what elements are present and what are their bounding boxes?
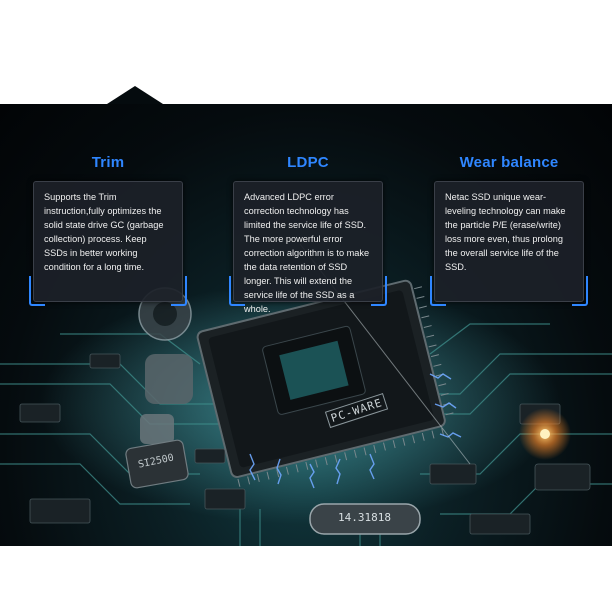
crystal-oscillator [309,503,421,535]
feature-title: LDPC [287,154,329,171]
corner-accent-left [430,276,446,306]
feature-trim: Trim Supports the Trim instruction,fully… [29,154,187,306]
feature-wear-balance: Wear balance Netac SSD unique wear-level… [430,154,588,306]
feature-description: Advanced LDPC error correction technolog… [244,192,370,314]
feature-title: Trim [91,154,125,171]
circuit-board-illustration [0,243,612,546]
feature-panel: PC-WARE 14.31818 SI2500 Trim Supports th… [0,104,612,546]
feature-title: Wear balance [459,154,559,171]
corner-accent-left [229,276,245,306]
feature-description: Supports the Trim instruction,fully opti… [44,192,164,272]
crystal-label: 14.31818 [338,511,391,524]
feature-ldpc: LDPC Advanced LDPC error correction tech… [229,154,387,314]
panel-notch [107,86,163,104]
corner-accent-right [371,276,387,306]
feature-description: Netac SSD unique wear-leveling technolog… [445,192,566,272]
main-processor-chip [196,279,454,487]
corner-accent-right [171,276,187,306]
feature-description-box: Advanced LDPC error correction technolog… [229,181,387,314]
feature-description-box: Netac SSD unique wear-leveling technolog… [430,181,588,306]
corner-accent-right [572,276,588,306]
corner-accent-left [29,276,45,306]
small-chip [125,439,189,489]
feature-description-box: Supports the Trim instruction,fully opti… [29,181,187,306]
